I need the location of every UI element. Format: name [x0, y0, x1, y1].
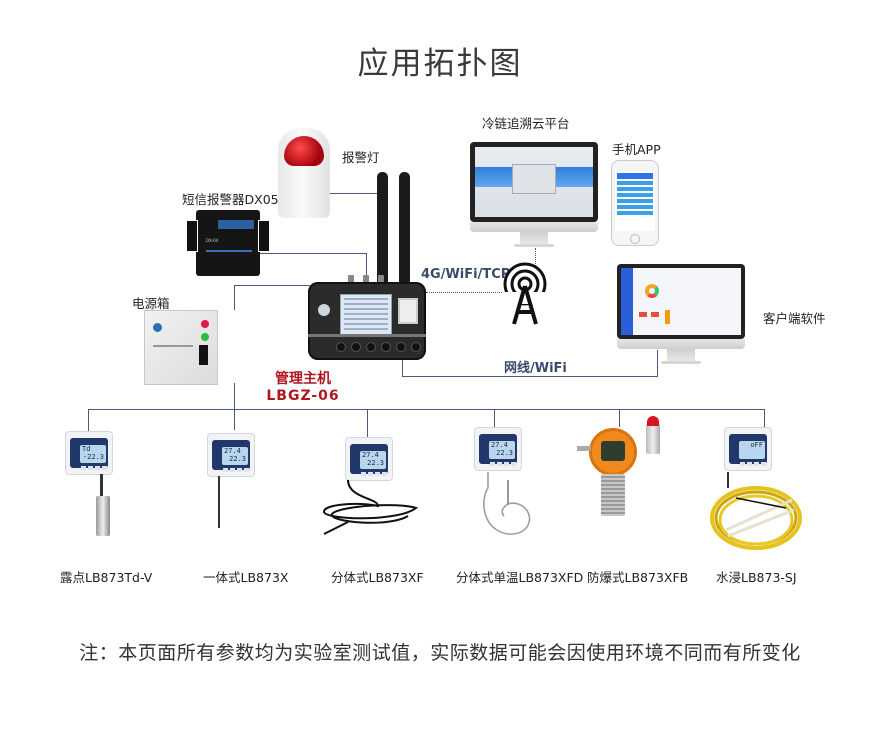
sensor-label: 水浸LB873-SJ — [716, 570, 797, 585]
gateway-host-icon — [308, 282, 426, 360]
sms-alarm-icon: DX-04 — [186, 210, 270, 276]
sensor-device-icon: Td-22.3 — [65, 431, 113, 475]
cable-icon — [323, 479, 419, 535]
water-leak-cable-icon — [710, 472, 802, 550]
smartphone-icon — [611, 160, 659, 246]
power-box-icon — [144, 310, 218, 385]
page-title: 应用拓扑图 — [357, 46, 523, 82]
wireless-link-label: 4G/WiFi/TCP — [421, 267, 511, 282]
cable-icon — [483, 472, 531, 535]
antenna-icon — [399, 172, 410, 300]
wired-link-label: 网线/WiFi — [504, 361, 567, 376]
sensor-label: 一体式LB873X — [203, 570, 289, 585]
alarm-light-label: 报警灯 — [342, 150, 380, 165]
alarm-light-icon — [278, 128, 330, 218]
sensor-label: 防爆式LB873XFB — [587, 570, 689, 585]
sensor-label: 露点LB873Td-V — [60, 570, 153, 585]
host-label: 管理主机 LBGZ-06 — [258, 371, 348, 405]
cloud-platform-label: 冷链追溯云平台 — [482, 116, 570, 131]
sensor-device-icon: oFF — [724, 427, 772, 471]
host-label-name: 管理主机 — [275, 371, 331, 387]
footnote: 注：本页面所有参数均为实验室测试值，实际数据可能会因使用环境不同而有所变化 — [79, 642, 801, 664]
power-box-label: 电源箱 — [132, 296, 170, 311]
mobile-app-label: 手机APP — [612, 142, 661, 157]
sensor-label: 分体式LB873XF — [331, 570, 424, 585]
gas-detector-icon — [589, 428, 637, 476]
client-software-label: 客户端软件 — [763, 311, 826, 326]
antenna-icon — [377, 172, 388, 300]
signal-tower-icon — [503, 262, 547, 325]
host-label-model: LBGZ-06 — [266, 388, 340, 404]
sms-alarm-label: 短信报警器DX05 — [182, 192, 279, 207]
sensor-label: 分体式单温LB873XFD — [456, 570, 584, 585]
